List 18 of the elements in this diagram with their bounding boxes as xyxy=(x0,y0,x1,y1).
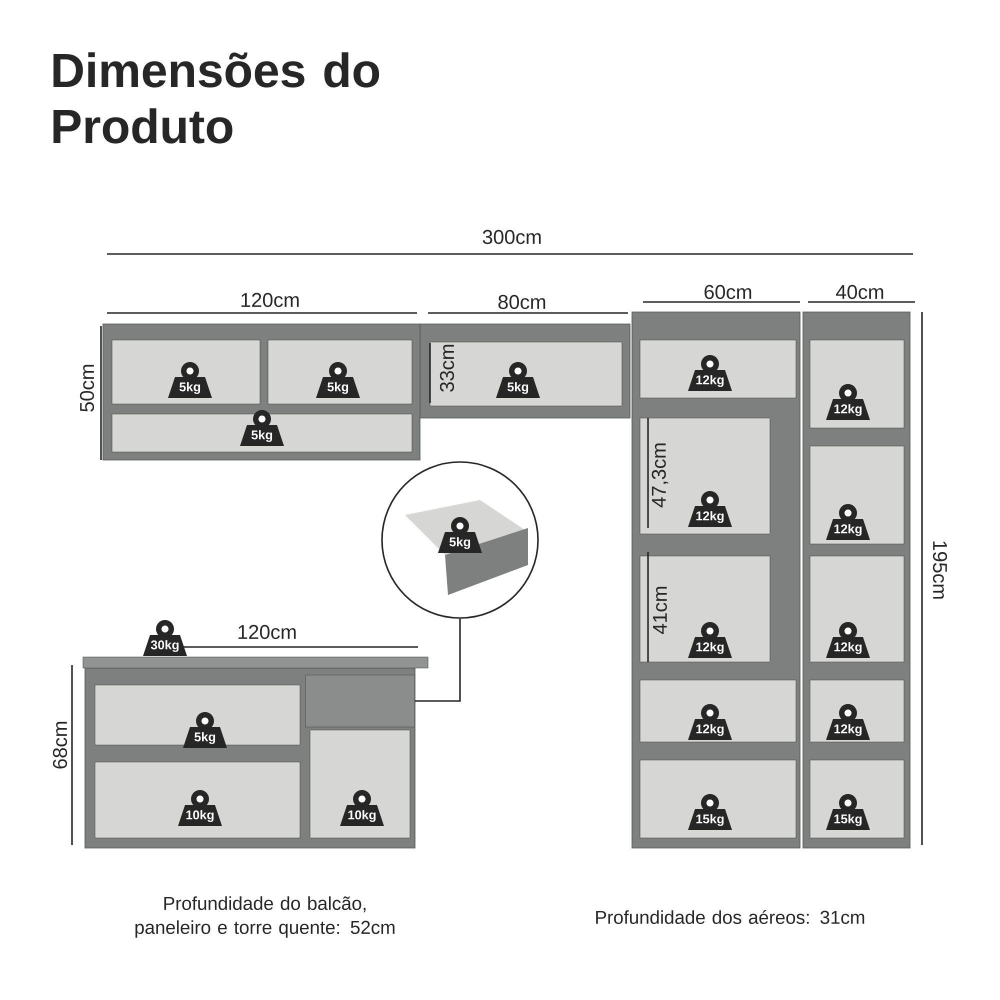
dimension-label: 80cm xyxy=(498,294,546,310)
dimension-label: 50cm xyxy=(80,364,94,412)
drawer xyxy=(305,674,415,728)
dimension-label: 120cm xyxy=(238,624,296,640)
leader-line xyxy=(414,618,461,702)
drawer-inset xyxy=(381,461,539,619)
title: Dimensões do Produto xyxy=(54,52,380,144)
dimension-label: 41cm xyxy=(653,586,667,634)
note: Profundidade dos aéreos: 31cm xyxy=(596,910,864,924)
dimension-label: 195cm xyxy=(932,542,948,599)
dimension-label: 60cm xyxy=(704,284,752,300)
dimension-label: 300cm xyxy=(482,230,541,244)
dimension-label: 68cm xyxy=(52,722,68,768)
dimension-label: 47,3cm xyxy=(652,444,668,508)
note: Profundidade do balcão, paneleiro e torre quente: 52cm xyxy=(135,896,394,938)
dimension-label: 40cm xyxy=(836,284,884,300)
dimension-label: 33cm xyxy=(440,344,454,392)
dimension-label: 120cm xyxy=(242,292,299,308)
